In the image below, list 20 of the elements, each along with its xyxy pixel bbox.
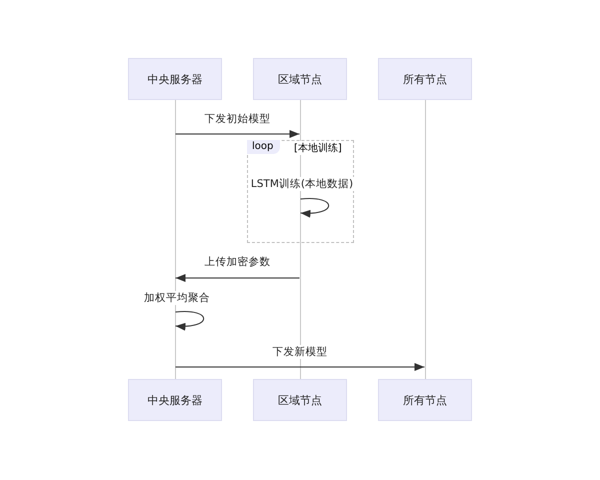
participant-box: 中央服务器: [128, 58, 222, 100]
self-message-arrow: [300, 198, 330, 218]
message-label: 下发新模型: [270, 345, 330, 359]
lifeline: [424, 100, 426, 379]
participant-box: 所有节点: [378, 58, 472, 100]
lifeline: [174, 100, 176, 379]
message-arrow: [175, 274, 300, 282]
self-message-arrow: [175, 311, 204, 330]
message-label: 下发初始模型: [202, 112, 272, 126]
message-arrow: [175, 363, 425, 371]
participant-box: 所有节点: [378, 379, 472, 421]
loop-tab: loop: [247, 140, 280, 154]
participant-box: 中央服务器: [128, 379, 222, 421]
message-label: 加权平均聚合: [142, 291, 212, 305]
message-arrow: [175, 130, 300, 138]
message-label: LSTM训练(本地数据): [248, 177, 356, 191]
message-label: 上传加密参数: [202, 255, 272, 269]
participant-box: 区域节点: [253, 379, 347, 421]
loop-condition: [本地训练]: [293, 141, 343, 155]
participant-box: 区域节点: [253, 58, 347, 100]
